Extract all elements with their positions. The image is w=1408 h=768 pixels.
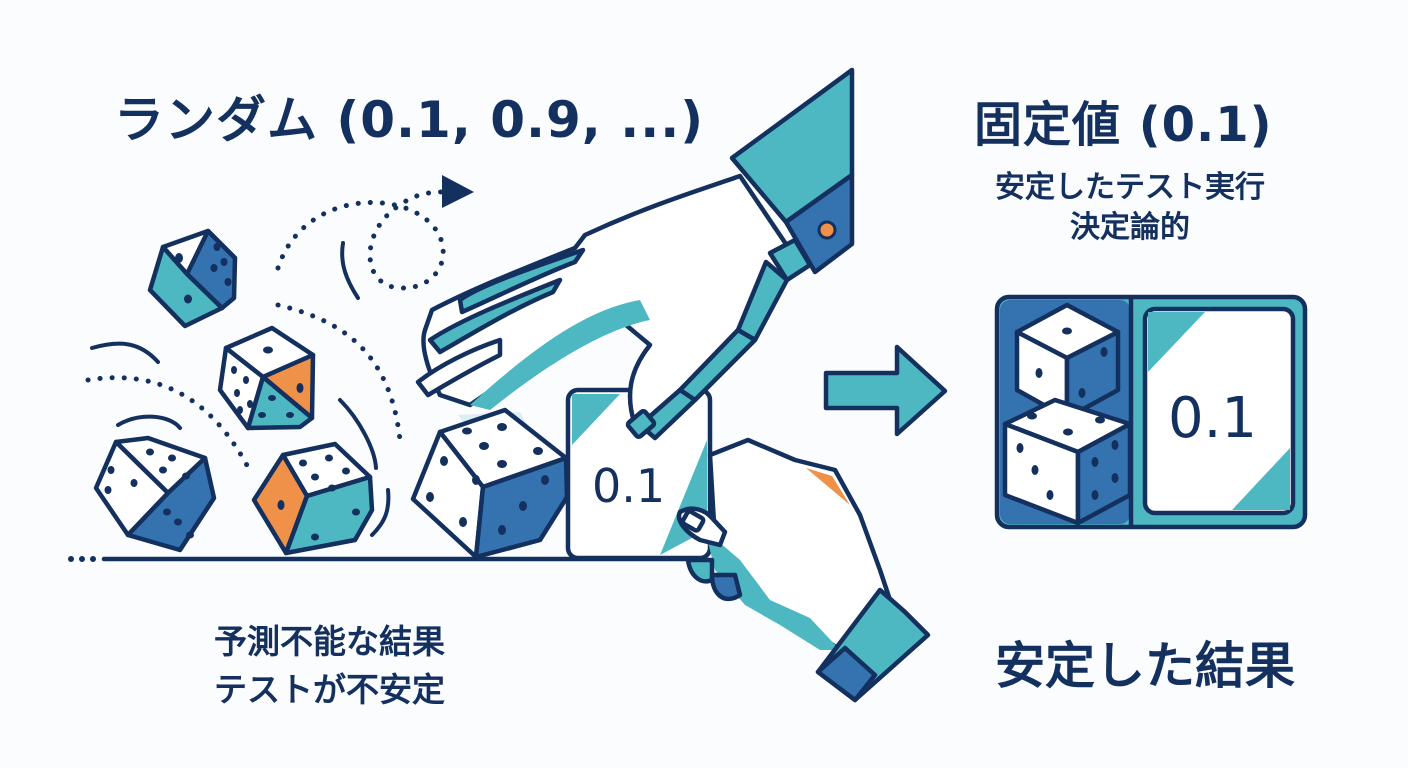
dice-icon: [147, 228, 238, 329]
value-card-icon: 0.1: [1142, 306, 1296, 516]
card-value-left: 0.1: [592, 459, 665, 513]
random-caption: 予測不能な結果 テストが不安定: [214, 618, 445, 714]
dice-icon: [1002, 302, 1133, 526]
fixed-title: 固定値 (0.1): [974, 97, 1273, 153]
fixed-subtitle: 安定したテスト実行 決定論的: [962, 168, 1298, 248]
card-value-right: 0.1: [1168, 386, 1257, 451]
fixed-subtitle-line1: 安定したテスト実行: [995, 170, 1265, 205]
fixed-caption: 安定した結果: [995, 637, 1295, 695]
random-caption-line2: テストが不安定: [214, 670, 445, 709]
dice-icon: [217, 325, 316, 431]
fixed-value-panel: 0.1: [994, 294, 1308, 530]
hand-icon: [676, 437, 931, 703]
random-title: ランダム (0.1, 0.9, ...): [114, 91, 705, 149]
dice-icon: [251, 441, 375, 556]
dice-icon: [410, 407, 570, 560]
random-caption-line1: 予測不能な結果: [214, 622, 445, 661]
arrow-right-icon: [823, 344, 948, 437]
fixed-subtitle-line2: 決定論的: [1070, 210, 1190, 245]
dice-icon: [93, 435, 217, 553]
robot-hand-icon: [415, 67, 855, 441]
dotted-trajectory-icon: [85, 175, 474, 537]
